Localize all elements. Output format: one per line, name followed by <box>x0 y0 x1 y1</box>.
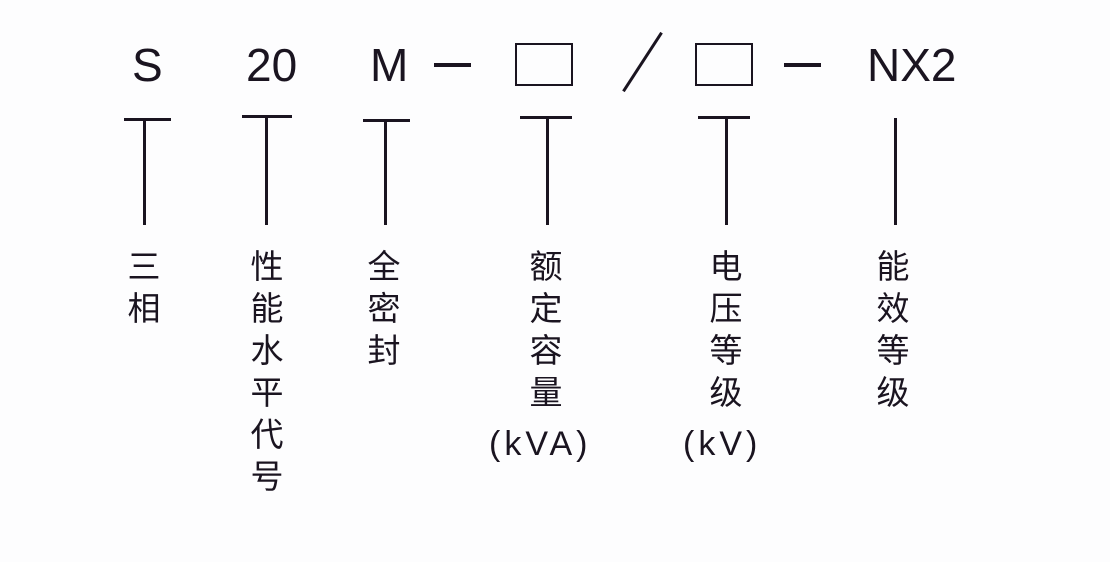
connector-stem-capacity <box>546 116 549 225</box>
unit-kva: (kVA) <box>489 425 592 463</box>
connector-stem-20 <box>265 115 268 225</box>
label-fully-sealed: 全 密 封 <box>367 247 401 370</box>
unit-kv: (kV) <box>683 425 762 463</box>
code-performance-20: 20 <box>246 39 298 91</box>
connector-stem-voltage <box>725 116 728 225</box>
connector-bar-voltage <box>698 116 750 119</box>
code-efficiency-nx2: NX2 <box>867 39 957 91</box>
label-voltage-level: 电 压 等 级 <box>709 247 743 412</box>
slash-separator <box>622 31 663 93</box>
connector-bar-s <box>124 118 171 121</box>
code-sealed-m: M <box>370 39 409 91</box>
label-three-phase: 三 相 <box>127 247 161 328</box>
capacity-placeholder-box <box>515 43 573 86</box>
voltage-placeholder-box <box>695 43 753 86</box>
label-energy-efficiency-level: 能 效 等 级 <box>876 247 910 412</box>
separator-dash-1 <box>434 63 471 67</box>
label-rated-capacity: 额 定 容 量 <box>529 247 563 412</box>
separator-dash-2 <box>784 63 821 67</box>
label-performance-level-code: 性 能 水 平 代 号 <box>250 247 284 496</box>
connector-stem-nx2 <box>894 118 897 225</box>
connector-stem-s <box>143 118 146 225</box>
connector-stem-m <box>384 119 387 225</box>
code-series-s: S <box>132 39 163 91</box>
